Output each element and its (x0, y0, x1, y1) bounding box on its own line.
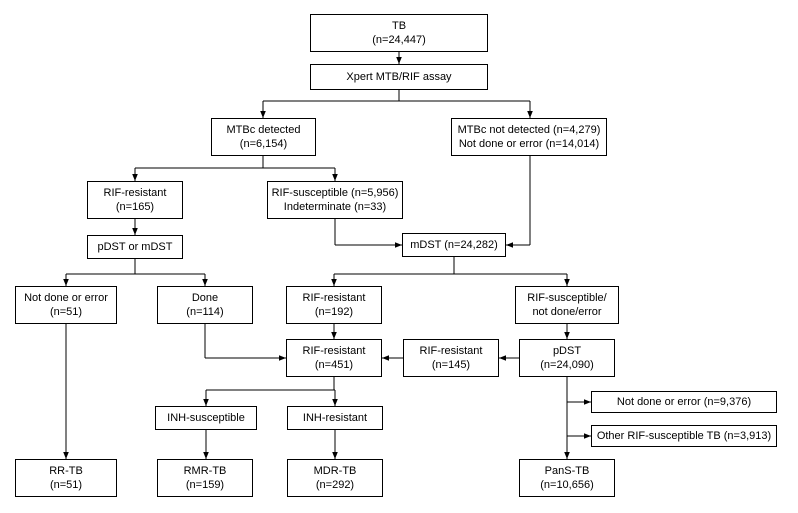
box-mtbc-not-detected-line2: Not done or error (n=14,014) (458, 138, 600, 150)
box-rmr-tb: RMR-TB (n=159) (157, 459, 253, 497)
box-tb-line1: TB (391, 20, 407, 32)
box-rif-resistant-145: RIF-resistant (n=145) (403, 339, 499, 377)
box-pans-tb-line1: PanS-TB (544, 465, 590, 477)
box-rif-susceptible-xpert-line1: RIF-susceptible (n=5,956) (271, 187, 399, 199)
box-inh-susceptible-line1: INH-susceptible (167, 412, 245, 424)
box-rif-resistant-451-line1: RIF-resistant (302, 345, 366, 357)
box-mdr-tb-line2: (n=292) (315, 479, 355, 491)
box-not-done-error-51-line2: (n=51) (49, 306, 83, 318)
box-not-done-error-9376-line1: Not done or error (n=9,376) (616, 396, 752, 408)
box-rif-resistant-451: RIF-resistant (n=451) (286, 339, 382, 377)
box-mdst-line1: mDST (n=24,282) (410, 239, 498, 251)
box-rif-resistant-xpert-line1: RIF-resistant (103, 187, 167, 199)
box-mtbc-detected-line1: MTBc detected (226, 124, 301, 136)
box-rr-tb-line2: (n=51) (49, 479, 83, 491)
box-not-done-error-51-line1: Not done or error (24, 292, 108, 304)
box-other-rif-susceptible-line1: Other RIF-susceptible TB (n=3,913) (596, 430, 772, 442)
box-tb-line2: (n=24,447) (372, 34, 426, 46)
box-rif-susceptible-notdone: RIF-susceptible/ not done/error (515, 286, 619, 324)
box-inh-resistant-line1: INH-resistant (302, 412, 368, 424)
box-xpert: Xpert MTB/RIF assay (310, 64, 488, 90)
box-pdst-line1: pDST (552, 345, 582, 357)
box-other-rif-susceptible: Other RIF-susceptible TB (n=3,913) (591, 425, 777, 447)
box-mdr-tb-line1: MDR-TB (313, 465, 357, 477)
box-done-114-line2: (n=114) (186, 306, 224, 318)
box-pdst-or-mdst: pDST or mDST (87, 235, 183, 259)
box-inh-susceptible: INH-susceptible (155, 406, 257, 430)
box-done-114: Done (n=114) (157, 286, 253, 324)
box-mtbc-not-detected-line1: MTBc not detected (n=4,279) (457, 124, 601, 136)
box-mdr-tb: MDR-TB (n=292) (287, 459, 383, 497)
box-rif-resistant-145-line2: (n=145) (431, 359, 471, 371)
box-rmr-tb-line1: RMR-TB (183, 465, 227, 477)
box-mtbc-detected: MTBc detected (n=6,154) (211, 118, 316, 156)
box-not-done-error-9376: Not done or error (n=9,376) (591, 391, 777, 413)
box-tb: TB (n=24,447) (310, 14, 488, 52)
box-rif-resistant-192-line1: RIF-resistant (302, 292, 366, 304)
box-mdst: mDST (n=24,282) (402, 233, 506, 257)
box-rif-resistant-192-line2: (n=192) (314, 306, 354, 318)
box-pdst-line2: (n=24,090) (540, 359, 594, 371)
box-rif-susceptible-xpert: RIF-susceptible (n=5,956) Indeterminate … (267, 181, 403, 219)
box-rif-resistant-xpert-line2: (n=165) (115, 201, 155, 213)
box-rif-resistant-145-line1: RIF-resistant (419, 345, 483, 357)
box-mtbc-detected-line2: (n=6,154) (239, 138, 288, 150)
box-pdst: pDST (n=24,090) (519, 339, 615, 377)
box-pdst-or-mdst-line1: pDST or mDST (97, 241, 173, 253)
box-rif-resistant-451-line2: (n=451) (314, 359, 354, 371)
box-rif-susceptible-xpert-line2: Indeterminate (n=33) (283, 201, 387, 213)
box-not-done-error-51: Not done or error (n=51) (15, 286, 117, 324)
box-rr-tb-line1: RR-TB (49, 465, 83, 477)
box-xpert-line1: Xpert MTB/RIF assay (346, 71, 452, 83)
box-rmr-tb-line2: (n=159) (185, 479, 225, 491)
box-rif-resistant-xpert: RIF-resistant (n=165) (87, 181, 183, 219)
box-rr-tb: RR-TB (n=51) (15, 459, 117, 497)
box-rif-susceptible-notdone-line2: not done/error (532, 306, 602, 318)
box-done-114-line1: Done (191, 292, 219, 304)
box-mtbc-not-detected: MTBc not detected (n=4,279) Not done or … (451, 118, 607, 156)
box-pans-tb: PanS-TB (n=10,656) (519, 459, 615, 497)
box-rif-susceptible-notdone-line1: RIF-susceptible/ (527, 292, 607, 304)
box-inh-resistant: INH-resistant (287, 406, 383, 430)
box-pans-tb-line2: (n=10,656) (540, 479, 594, 491)
box-rif-resistant-192: RIF-resistant (n=192) (286, 286, 382, 324)
